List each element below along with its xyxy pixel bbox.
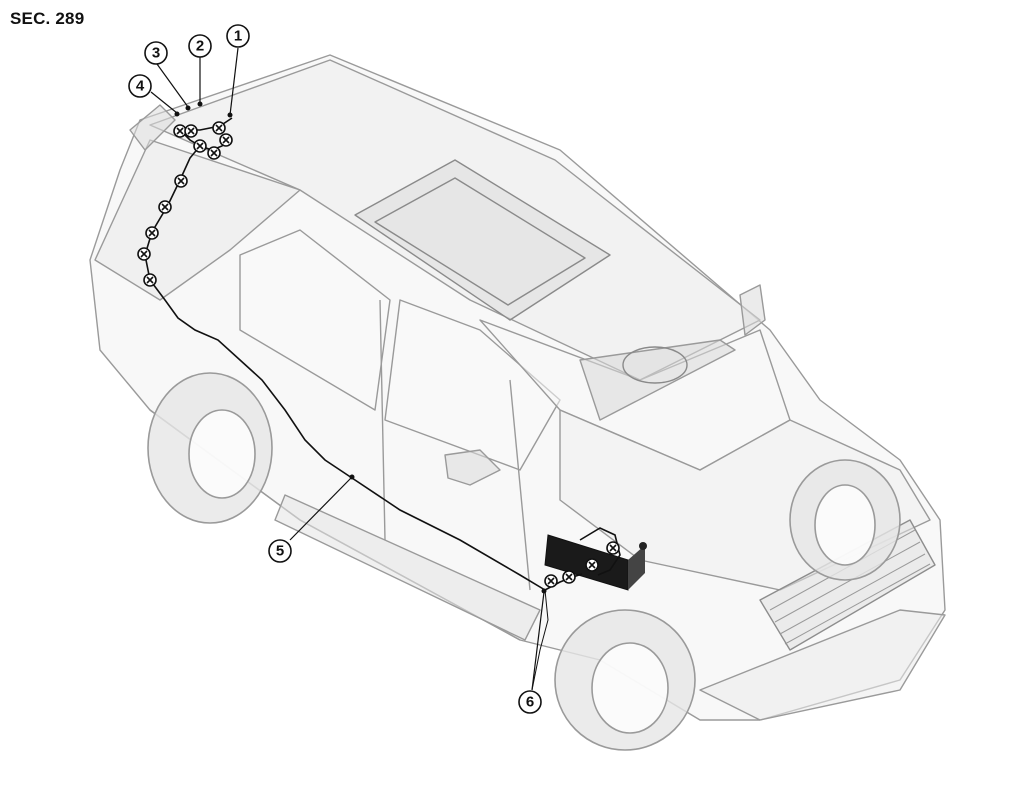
callout-2-label: 2: [196, 38, 204, 55]
callout-5-label: 5: [276, 543, 284, 560]
callout-1: 1: [226, 24, 250, 48]
callout-4-label: 4: [136, 78, 145, 95]
wheels: [147, 372, 901, 751]
callout-2: 2: [188, 34, 212, 58]
callout-3: 3: [144, 41, 168, 65]
leader-lines: [150, 47, 545, 691]
callout-4: 4: [128, 74, 152, 98]
section-title: SEC. 289: [10, 9, 85, 28]
vehicle-body: [89, 54, 946, 721]
callout-1-label: 1: [234, 28, 242, 45]
callout-6: 6: [518, 690, 542, 714]
callout-3-label: 3: [152, 45, 160, 62]
leader-dots: [174, 101, 547, 594]
callout-5: 5: [268, 539, 292, 563]
callout-6-label: 6: [526, 694, 534, 711]
